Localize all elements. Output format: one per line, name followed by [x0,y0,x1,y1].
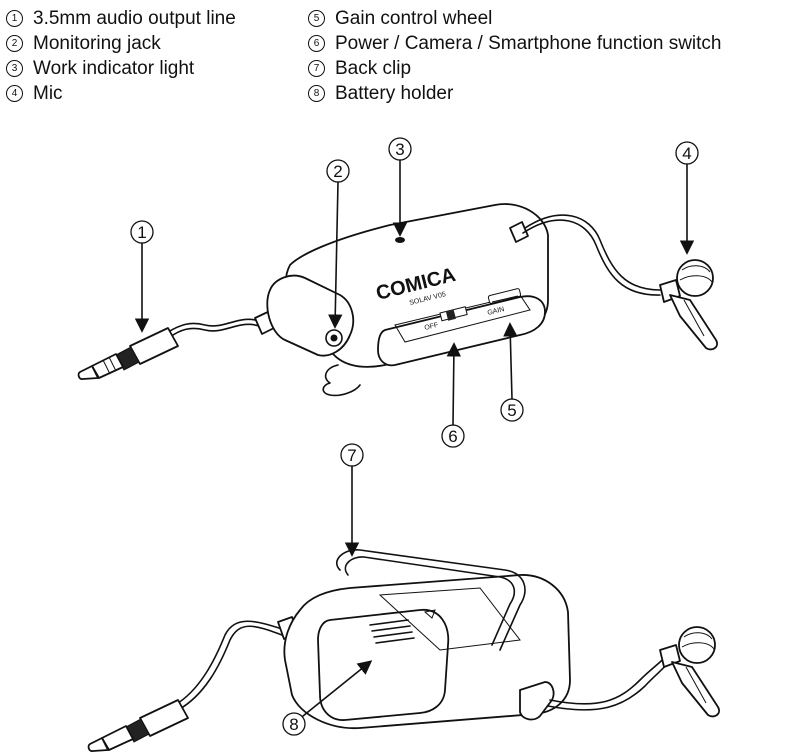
battery-holder-body [283,549,571,730]
coil-cable [322,364,361,397]
callout-1: 1 [130,220,154,333]
legend-label: Work indicator light [33,58,195,79]
callout-number: 4 [682,144,691,163]
gain-label: GAIN [487,306,505,317]
callout-number: 6 [448,427,457,446]
legend-left: 1 3.5mm audio output line 2 Monitoring j… [6,6,236,106]
legend-number: 5 [308,10,325,27]
callout-number: 7 [347,446,356,465]
legend-label: Gain control wheel [335,8,493,29]
audio-output-cable [77,309,279,380]
legend-number: 8 [308,85,325,102]
legend-number: 7 [308,60,325,77]
callout-7: 7 [340,443,364,557]
switch-label: OFF [424,322,439,332]
legend-label: Back clip [335,58,412,79]
legend-label: 3.5mm audio output line [33,8,236,29]
back-view-device [87,549,720,752]
callout-number: 5 [507,401,516,420]
callout-number: 8 [289,715,298,734]
legend-item-monitoring-jack: 2 Monitoring jack [6,31,236,56]
legend-label: Monitoring jack [33,33,161,54]
legend-label: Battery holder [335,83,454,104]
legend-item-gain-wheel: 5 Gain control wheel [308,6,722,31]
legend-label: Mic [33,83,63,104]
legend-right: 5 Gain control wheel 6 Power / Camera / … [308,6,722,106]
callout-number: 3 [395,140,404,159]
legend-item-back-clip: 7 Back clip [308,56,722,81]
legend-item-battery-holder: 8 Battery holder [308,81,722,106]
transmitter-body: COMICA SOLAV V05 OFF GAIN [266,203,549,368]
legend-item-mic: 4 Mic [6,81,236,106]
callout-5: 5 [500,322,524,422]
legend-label: Power / Camera / Smartphone function swi… [335,33,722,54]
legend-number: 1 [6,10,23,27]
callout-8: 8 [282,660,373,736]
legend-item-audio-output: 1 3.5mm audio output line [6,6,236,31]
callout-4: 4 [675,141,699,255]
legend-item-indicator-light: 3 Work indicator light [6,56,236,81]
legend-item-function-switch: 6 Power / Camera / Smartphone function s… [308,31,722,56]
callout-2: 2 [326,159,350,329]
legend-number: 4 [6,85,23,102]
callout-6: 6 [441,342,465,448]
callout-3: 3 [388,137,412,237]
mic-cable-and-mic [522,214,718,351]
legend-number: 2 [6,35,23,52]
legend-number: 3 [6,60,23,77]
callout-number: 2 [333,162,342,181]
mic-cable-and-mic-back [547,626,720,718]
front-view-device: COMICA SOLAV V05 OFF GAIN [77,203,718,397]
legend-number: 6 [308,35,325,52]
audio-output-cable-back [87,616,299,752]
callout-number: 1 [137,223,146,242]
